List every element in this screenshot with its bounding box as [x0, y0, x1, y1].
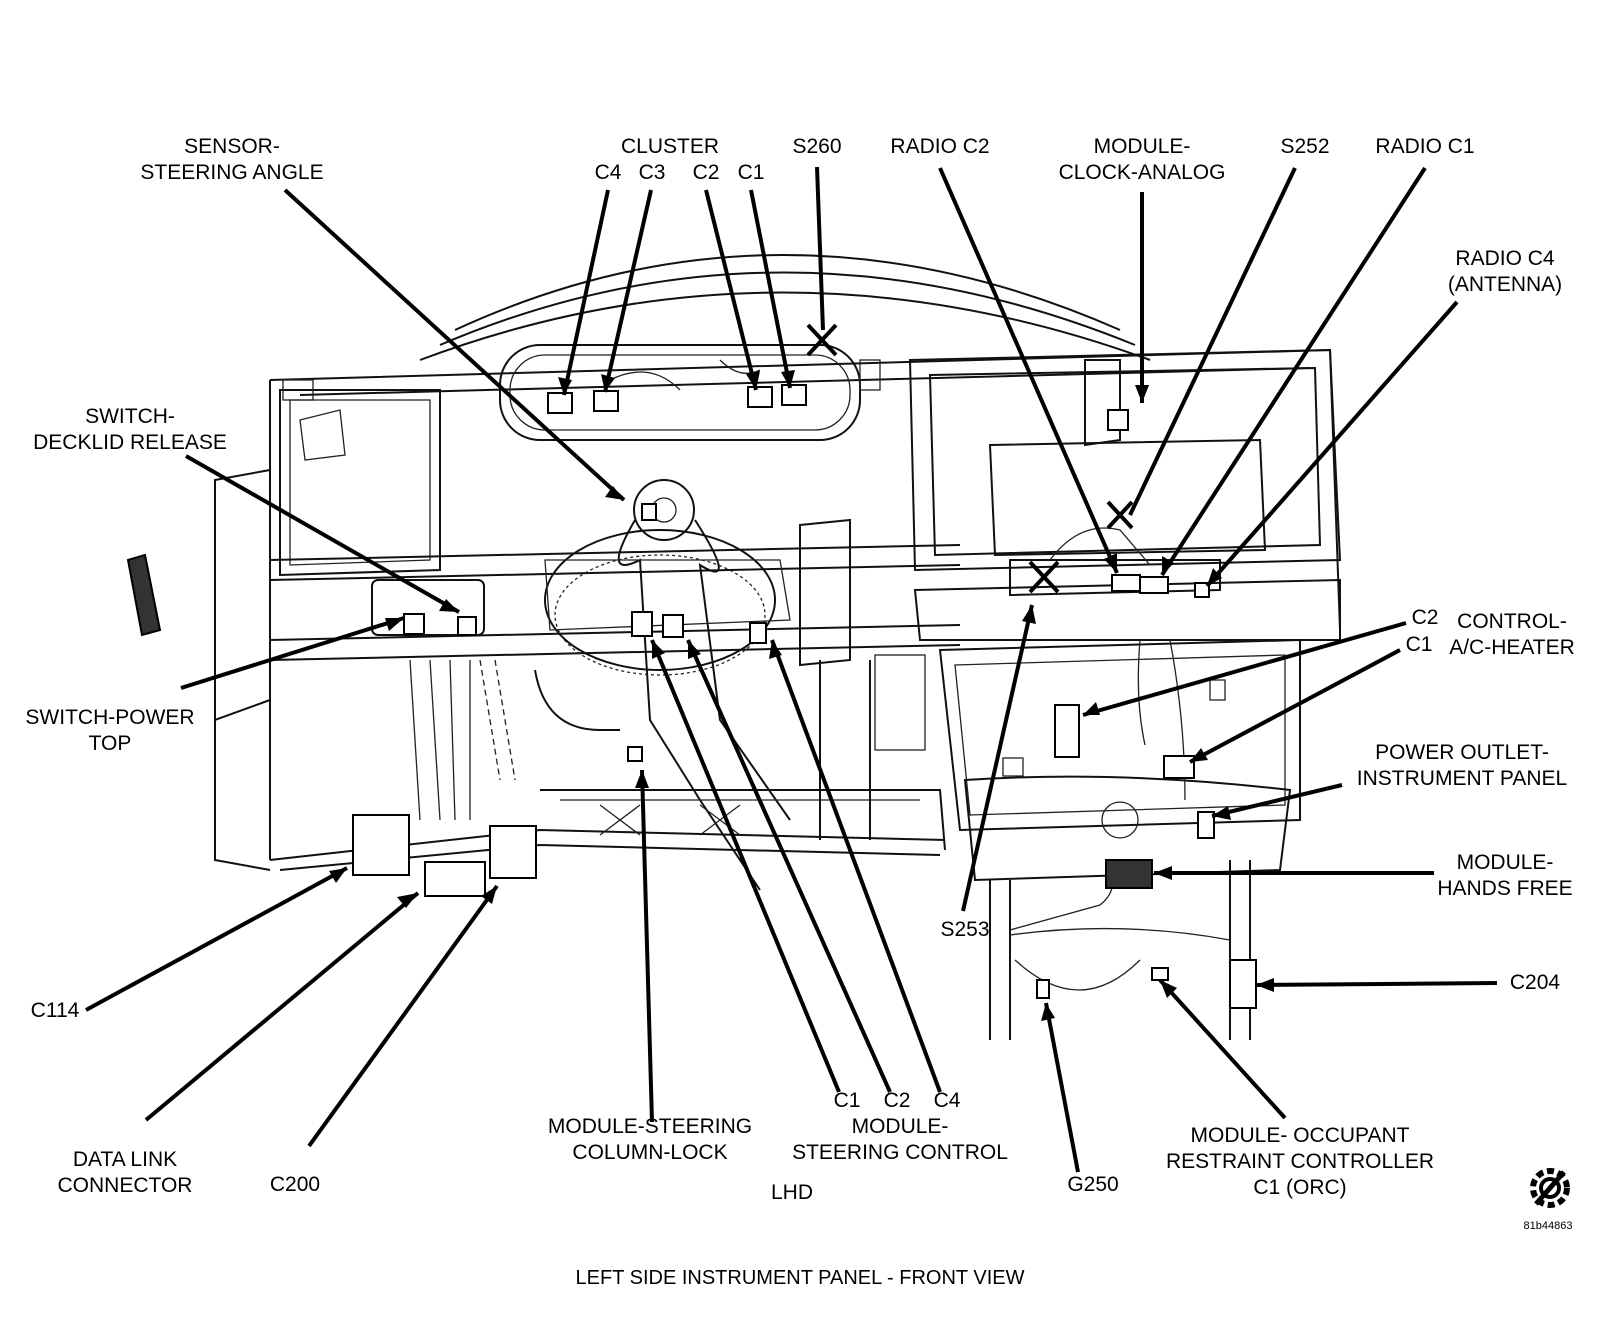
label-control-ac-heater: CONTROL-A/C-HEATER — [1449, 610, 1575, 659]
label-c204: C204 — [1509, 971, 1561, 994]
label-radio-c2: RADIO C2 — [890, 135, 990, 158]
label-control-c2: C2 — [1411, 606, 1439, 629]
label-msc-c2: C2 — [883, 1089, 911, 1112]
label-s253: S253 — [940, 918, 990, 941]
label-c114: C114 — [30, 999, 80, 1022]
gear-slash-icon — [1530, 1168, 1570, 1208]
label-g250: G250 — [1067, 1173, 1119, 1196]
label-lhd: LHD — [770, 1181, 813, 1204]
label-sensor-steering-angle: SENSOR-STEERING ANGLE — [140, 135, 324, 184]
label-module-steering-control: MODULE-STEERING CONTROL — [792, 1115, 1008, 1164]
label-s252: S252 — [1280, 135, 1330, 158]
arrowheads — [329, 370, 1274, 1021]
label-module-hands-free: MODULE-HANDS FREE — [1437, 851, 1573, 900]
leader-lines — [85, 166, 1498, 1173]
label-module-clock-analog: MODULE-CLOCK-ANALOG — [1058, 135, 1226, 184]
label-power-outlet-instrument-panel: POWER OUTLET-INSTRUMENT PANEL — [1356, 741, 1568, 790]
label-cluster-c4: C4 — [594, 161, 622, 184]
label-switch-decklid-release: SWITCH-DECKLID RELEASE — [33, 405, 227, 454]
label-c200: C200 — [269, 1173, 321, 1196]
label-cluster-c3: C3 — [638, 161, 666, 184]
diagram-title: LEFT SIDE INSTRUMENT PANEL - FRONT VIEW — [575, 1267, 1025, 1289]
label-radio-c4-antenna: RADIO C4(ANTENNA) — [1447, 247, 1563, 296]
label-msc-c4: C4 — [933, 1089, 961, 1112]
label-s260: S260 — [792, 135, 842, 158]
label-cluster-c2: C2 — [692, 161, 720, 184]
label-radio-c1: RADIO C1 — [1375, 135, 1475, 158]
label-cluster: CLUSTER — [620, 135, 720, 158]
label-msc-c1: C1 — [833, 1089, 861, 1112]
label-cluster-c1: C1 — [737, 161, 765, 184]
figure-id: 81b44863 — [1523, 1220, 1573, 1232]
instrument-panel-drawing — [126, 254, 1342, 1040]
label-control-c1: C1 — [1405, 633, 1433, 656]
